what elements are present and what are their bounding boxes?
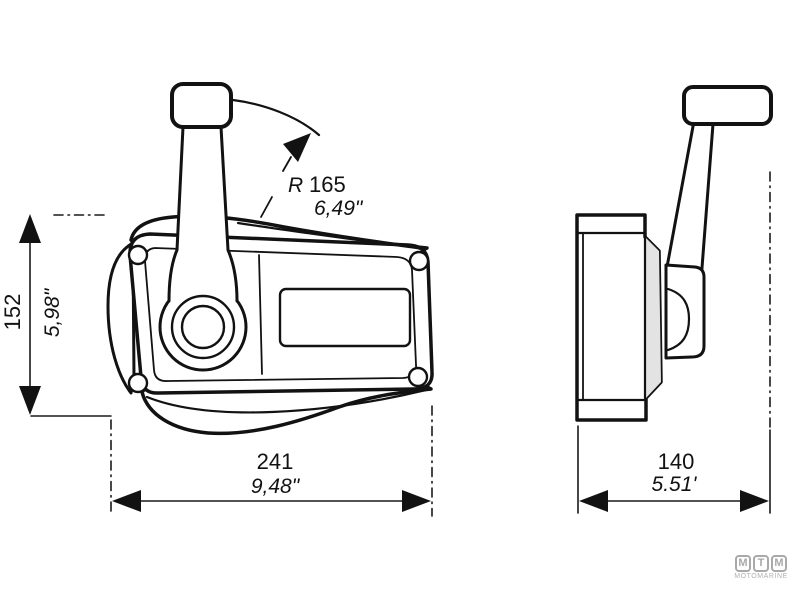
lever-knob-side xyxy=(682,85,773,126)
logo-letter-box-2: T xyxy=(753,555,769,572)
height-arrow-down xyxy=(19,386,41,415)
logo-letter-box-3: M xyxy=(771,555,787,572)
radius-prefix: R xyxy=(288,174,303,197)
lever-shaft-body xyxy=(169,127,237,301)
radius-value-mm: 165 xyxy=(309,172,346,197)
logo-letter-boxes: M T M xyxy=(735,555,787,572)
depth-value-inches: 5.51' xyxy=(652,473,698,496)
lever-shaft-right-edge xyxy=(219,125,239,303)
screw-hole-bottom-right xyxy=(407,366,429,388)
height-value-inches: 5,98" xyxy=(41,287,64,337)
width-value-inches: 9,48" xyxy=(251,475,301,498)
radius-leader-stub xyxy=(282,156,292,172)
height-arrow-up xyxy=(19,214,41,243)
hub-bracket-side xyxy=(664,263,706,360)
side-bezel-shading xyxy=(645,237,661,398)
radius-leader-slash xyxy=(260,196,273,218)
width-value-mm: 241 xyxy=(257,449,294,474)
lever-shaft-left-edge xyxy=(167,125,185,303)
dimension-depth: 140 5.51' xyxy=(577,171,771,514)
screw-hole-bottom-left xyxy=(127,372,149,394)
side-view xyxy=(575,85,773,422)
top-wing-crease xyxy=(236,221,425,251)
radius-value-inches: 6,49" xyxy=(314,197,364,220)
lever-shaft-side xyxy=(665,119,715,283)
lever-swing-arc xyxy=(231,98,321,137)
width-arrow-right xyxy=(402,490,431,512)
lever-knob-front xyxy=(170,82,233,129)
logo-wordmark: MOTOMARINE xyxy=(734,573,788,580)
hub-boss-bulge xyxy=(666,287,691,352)
logo-letter-box-1: M xyxy=(735,555,751,572)
label-plate xyxy=(278,287,412,348)
radius-arrowhead xyxy=(283,133,311,162)
depth-arrow-left xyxy=(579,490,608,512)
front-view xyxy=(106,82,434,436)
height-value-mm: 152 xyxy=(0,294,25,331)
dimension-width: 241 9,48" xyxy=(110,405,433,517)
depth-value-mm: 140 xyxy=(658,449,695,474)
bottom-wing-crease xyxy=(145,388,428,414)
lever-hub-bore xyxy=(180,304,226,350)
housing-left-bulge xyxy=(106,241,136,395)
mtm-logo: M T M MOTOMARINE xyxy=(731,555,791,580)
width-arrow-left xyxy=(112,490,141,512)
screw-hole-top-right xyxy=(408,250,430,272)
plate-divider-line xyxy=(258,254,263,375)
radius-callout: R 165 6,49" xyxy=(231,98,364,220)
screw-hole-top-left xyxy=(127,244,149,266)
dimension-height: 152 5,98" xyxy=(0,214,112,417)
depth-arrow-right xyxy=(740,490,769,512)
